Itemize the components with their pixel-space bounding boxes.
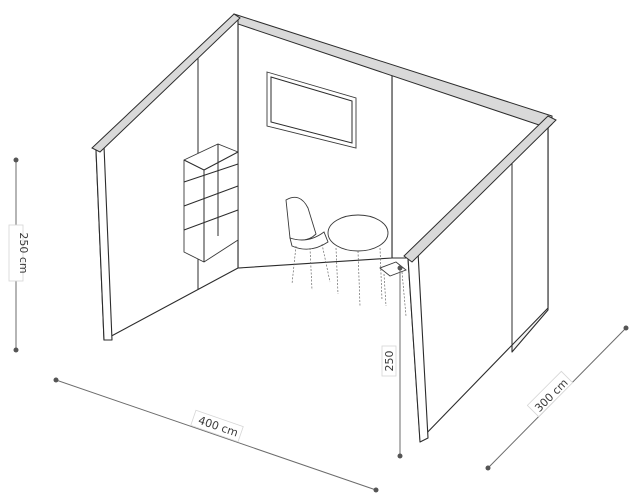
stool: [379, 261, 407, 317]
shelving-unit: [183, 143, 239, 263]
width-dimension: 400 cm: [53, 377, 379, 493]
height-dimension: 250 cm: [8, 157, 30, 353]
wall-screen: [266, 71, 357, 149]
round-table: [327, 214, 389, 307]
chair: [285, 196, 331, 291]
height-dimension-label: 250 cm: [17, 232, 30, 273]
front-height-dimension-label: 250: [383, 351, 396, 372]
front-height-dimension: 250: [381, 265, 403, 459]
right-wall: [403, 115, 557, 443]
